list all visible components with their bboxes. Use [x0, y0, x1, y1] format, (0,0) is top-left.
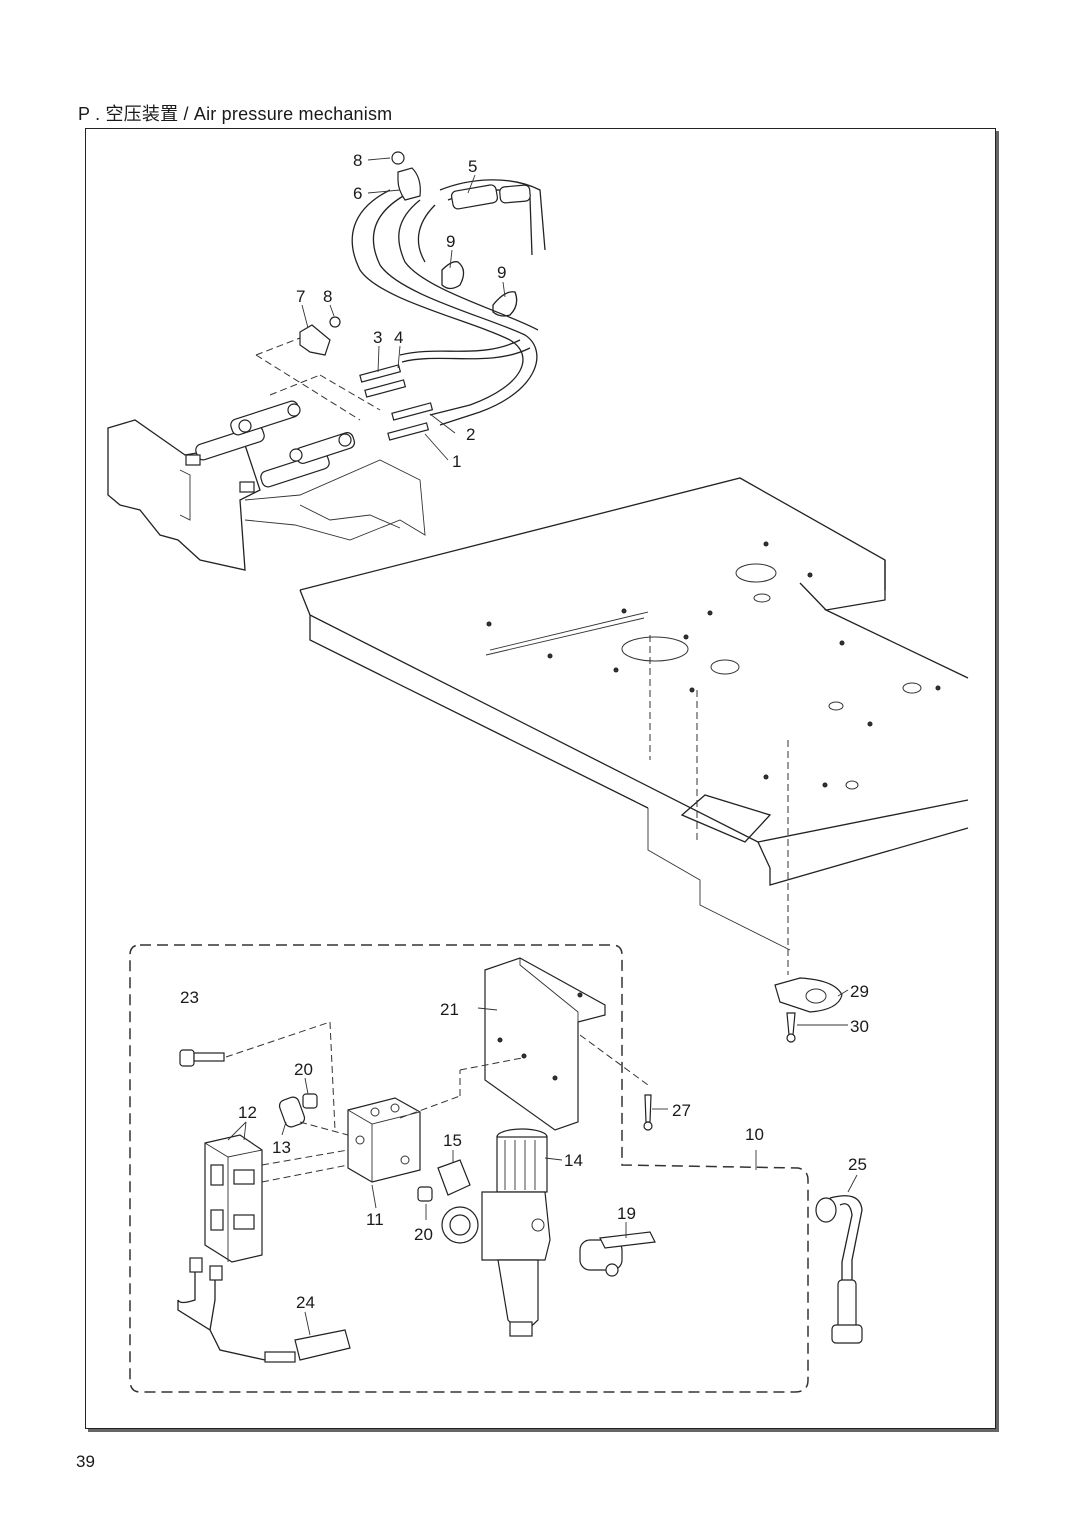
bracket-21: [484, 957, 606, 1131]
callout-27: 27: [672, 1101, 691, 1120]
callout-9-a: 9: [446, 232, 455, 251]
filter-regulator-14: [441, 1128, 551, 1337]
plate-7: [299, 324, 331, 356]
callout-1: 1: [452, 452, 461, 471]
callout-8-top: 8: [353, 151, 362, 170]
callout-19: 19: [617, 1204, 636, 1223]
screw-8-mid: [329, 316, 341, 328]
callout-8-mid: 8: [323, 287, 332, 306]
callout-12: 12: [238, 1103, 257, 1122]
fittings-1-4: [359, 364, 434, 441]
callout-24: 24: [296, 1293, 315, 1312]
harness-24: [177, 1257, 351, 1363]
fitting-15: [437, 1159, 471, 1196]
clip-9-a: [441, 261, 465, 290]
callout-15: 15: [443, 1131, 462, 1150]
fitting-13: [278, 1096, 306, 1128]
fitting-20-bottom: [417, 1186, 433, 1202]
screw-30: [786, 1012, 796, 1036]
callout-4: 4: [394, 328, 403, 347]
callout-5: 5: [468, 157, 477, 176]
callout-labels: 1 2 3 4 5 6 7 8 8 9 9 10 11 12 13 14 15 …: [180, 151, 869, 1312]
solenoid-valves-12: [204, 1134, 349, 1263]
diagram-frame: [85, 128, 996, 1429]
screw-23: [179, 1021, 336, 1131]
callout-10: 10: [745, 1125, 764, 1144]
clamp-cylinder-assembly: [107, 337, 426, 571]
callout-3: 3: [373, 328, 382, 347]
leader-lines: [227, 157, 858, 1336]
fitting-20-top: [302, 1093, 318, 1109]
callout-20-top: 20: [294, 1060, 313, 1079]
callout-30: 30: [850, 1017, 869, 1036]
callout-14: 14: [564, 1151, 583, 1170]
callout-7: 7: [296, 287, 305, 306]
callout-11: 11: [366, 1210, 384, 1229]
assembly-10-boundary: [129, 944, 809, 1393]
page-title: P . 空压装置 / Air pressure mechanism: [78, 104, 393, 124]
hose-25: [815, 1195, 863, 1344]
callout-2: 2: [466, 425, 475, 444]
clamp-6: [397, 167, 421, 201]
manifold-11: [347, 1057, 523, 1183]
callout-13: 13: [272, 1138, 291, 1157]
callout-6: 6: [353, 184, 362, 203]
ball-valve-19: [579, 1231, 656, 1277]
callout-23: 23: [180, 988, 199, 1007]
callout-9-b: 9: [497, 263, 506, 282]
callout-20-bottom: 20: [414, 1225, 433, 1244]
screw-8-top: [391, 151, 405, 165]
table-plate: [299, 477, 969, 975]
screw-27: [579, 1034, 653, 1131]
callout-25: 25: [848, 1155, 867, 1174]
callout-29: 29: [850, 982, 869, 1001]
callout-21: 21: [440, 1000, 459, 1019]
page-number: 39: [76, 1452, 95, 1471]
